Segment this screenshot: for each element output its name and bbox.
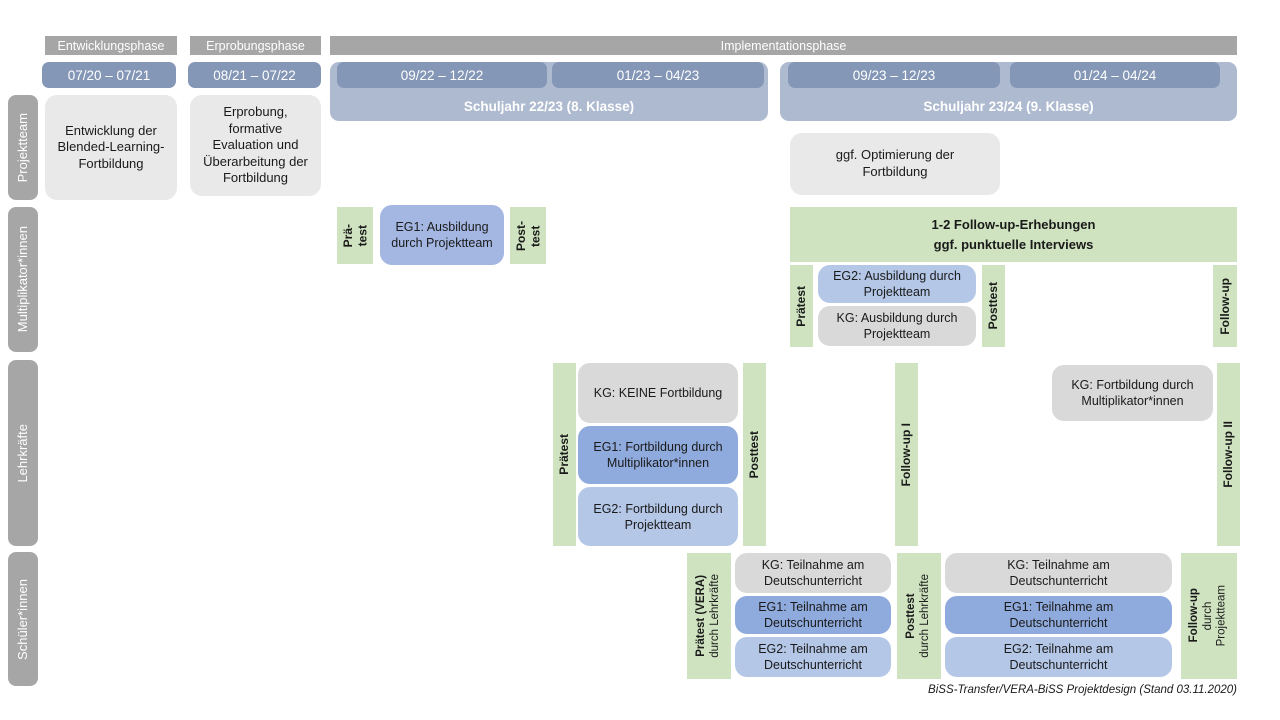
- praetest-line1: Prä-: [340, 223, 355, 248]
- bar-praetest-lehrkraefte: Prätest: [553, 363, 576, 546]
- box-kg-deutschunterricht-1: KG: Teilnahme am Deutschunterricht: [735, 553, 891, 593]
- followup-erhebungen-line1: 1-2 Follow-up-Erhebungen: [931, 217, 1096, 232]
- schuljahr-23-24-container: 09/23 – 12/23 01/24 – 04/24 Schuljahr 23…: [780, 62, 1237, 121]
- posttest-sub: durch Lehrkräfte: [919, 574, 931, 658]
- lane-label-schueler-text: Schüler*innen: [15, 578, 31, 660]
- lane-label-projektteam-text: Projektteam: [15, 112, 31, 183]
- date-bar-term-09-23: 09/23 – 12/23: [788, 62, 1000, 88]
- lane-label-projektteam: Projektteam: [8, 95, 38, 200]
- posttest-line2: test: [528, 224, 542, 247]
- box-eg1-deutschunterricht-1: EG1: Teilnahme am Deutschunterricht: [735, 596, 891, 634]
- box-eg1-fortbildung-multiplikatoren: EG1: Fortbildung durch Multiplikator*inn…: [578, 426, 738, 484]
- bar-posttest-multiplikatoren-2: Posttest: [982, 265, 1005, 347]
- followup-main: Follow-up: [1188, 588, 1201, 644]
- followup-sub2: Projektteam: [1215, 585, 1228, 647]
- posttest-line1: Post-: [513, 220, 528, 251]
- date-bar-term-01-24: 01/24 – 04/24: [1010, 62, 1220, 88]
- box-followup-erhebungen: 1-2 Follow-up-Erhebungen ggf. punktuelle…: [790, 207, 1237, 262]
- box-kg-ausbildung-projektteam: KG: Ausbildung durch Projektteam: [818, 306, 976, 346]
- lane-label-lehrkraefte: Lehrkräfte: [8, 360, 38, 546]
- lane-label-multiplikatoren: Multiplikator*innen: [8, 207, 38, 352]
- bar-praetest-multiplikatoren-1: Prä- test: [337, 207, 373, 264]
- praetest-line2: test: [355, 224, 369, 247]
- bar-posttest-lehrkraefte: Posttest: [743, 363, 766, 546]
- phase-header-implementationsphase: Implementationsphase: [330, 36, 1237, 55]
- phase-header-erprobungsphase: Erprobungsphase: [190, 36, 321, 55]
- footer-caption: BiSS-Transfer/VERA-BiSS Projektdesign (S…: [928, 684, 1237, 696]
- bar-posttest-multiplikatoren-1: Post- test: [510, 207, 546, 264]
- bar-posttest-schueler: Posttest durch Lehrkräfte: [897, 553, 941, 679]
- box-kg-fortbildung-multiplikatoren: KG: Fortbildung durch Multiplikator*inne…: [1052, 365, 1213, 421]
- box-kg-keine-fortbildung: KG: KEINE Fortbildung: [578, 363, 738, 423]
- praetest-vera-sub: durch Lehrkräfte: [709, 574, 721, 658]
- box-eg1-ausbildung-projektteam: EG1: Ausbildung durch Projektteam: [380, 205, 504, 265]
- praetest-vera-main: Prätest (VERA): [695, 575, 708, 657]
- lane-label-multiplikatoren-text: Multiplikator*innen: [15, 226, 31, 333]
- box-eg2-fortbildung-projektteam: EG2: Fortbildung durch Projektteam: [578, 487, 738, 546]
- bar-praetest-multiplikatoren-2: Prätest: [790, 265, 813, 347]
- bar-followup-schueler: Follow-up durch Projektteam: [1181, 553, 1237, 679]
- followup-erhebungen-line2: ggf. punktuelle Interviews: [933, 236, 1094, 252]
- date-bar-entwicklung: 07/20 – 07/21: [42, 62, 176, 88]
- bar-followup-multiplikatoren: Follow-up: [1213, 265, 1237, 347]
- box-eg1-deutschunterricht-2: EG1: Teilnahme am Deutschunterricht: [945, 596, 1172, 634]
- bar-followup-1-lehrkraefte: Follow-up I: [895, 363, 918, 546]
- box-optimierung-fortbildung: ggf. Optimierung der Fortbildung: [790, 133, 1000, 195]
- date-bar-term-09-22: 09/22 – 12/22: [337, 62, 547, 88]
- date-bar-term-01-23: 01/23 – 04/23: [552, 62, 764, 88]
- box-kg-deutschunterricht-2: KG: Teilnahme am Deutschunterricht: [945, 553, 1172, 593]
- lane-label-schueler: Schüler*innen: [8, 552, 38, 686]
- schuljahr-23-24-label: Schuljahr 23/24 (9. Klasse): [923, 99, 1094, 114]
- phase-header-entwicklungsphase: Entwicklungsphase: [45, 36, 177, 55]
- box-entwicklung-fortbildung: Entwicklung der Blended-Learning-Fortbil…: [45, 95, 177, 200]
- date-bar-erprobung: 08/21 – 07/22: [188, 62, 321, 88]
- box-eg2-deutschunterricht-2: EG2: Teilnahme am Deutschunterricht: [945, 637, 1172, 677]
- schuljahr-22-23-label: Schuljahr 22/23 (8. Klasse): [463, 99, 635, 114]
- lane-label-lehrkraefte-text: Lehrkräfte: [15, 423, 31, 483]
- bar-followup-2-lehrkraefte: Follow-up II: [1217, 363, 1240, 546]
- schuljahr-22-23-container: 09/22 – 12/22 01/23 – 04/23 Schuljahr 22…: [330, 62, 768, 121]
- box-eg2-deutschunterricht-1: EG2: Teilnahme am Deutschunterricht: [735, 637, 891, 677]
- box-eg2-ausbildung-projektteam: EG2: Ausbildung durch Projektteam: [818, 265, 976, 303]
- bar-praetest-vera-schueler: Prätest (VERA) durch Lehrkräfte: [687, 553, 731, 679]
- box-erprobung-evaluation: Erprobung, formative Evaluation und Über…: [190, 95, 321, 196]
- posttest-main: Posttest: [905, 593, 918, 639]
- followup-sub1: durch: [1202, 601, 1215, 631]
